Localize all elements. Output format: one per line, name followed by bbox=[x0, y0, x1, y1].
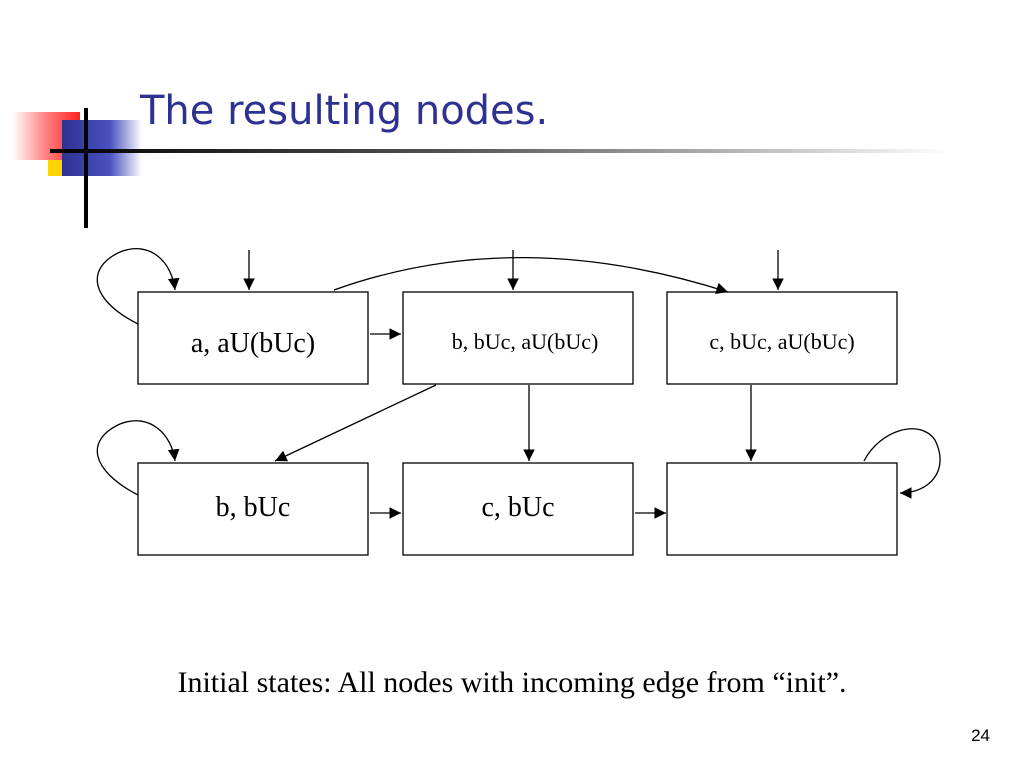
slide-logo bbox=[12, 108, 142, 228]
node-box bbox=[402, 462, 634, 556]
slide-caption: Initial states: All nodes with incoming … bbox=[177, 666, 847, 699]
page-number: 24 bbox=[971, 726, 990, 745]
node-box bbox=[666, 291, 898, 385]
edge-arrow bbox=[274, 384, 437, 462]
node-label: c, bUc, aU(bUc) bbox=[709, 329, 855, 354]
edge-arrow bbox=[333, 256, 729, 295]
node-box bbox=[137, 462, 369, 556]
node-box bbox=[137, 291, 369, 385]
node-label: a, aU(bUc) bbox=[190, 328, 316, 359]
node-box bbox=[402, 291, 634, 385]
title-underline bbox=[50, 149, 950, 153]
self-loop-edge bbox=[96, 248, 180, 325]
node-box bbox=[666, 462, 898, 556]
self-loop-edge bbox=[96, 420, 180, 496]
node-label: c, bUc bbox=[481, 492, 555, 523]
self-loop-edge bbox=[863, 428, 941, 499]
node-label: b, bUc bbox=[215, 492, 291, 523]
node-label: b, bUc, aU(bUc) bbox=[451, 329, 599, 354]
slide-title: The resulting nodes. bbox=[140, 88, 549, 134]
logo-blue-square bbox=[62, 120, 142, 176]
